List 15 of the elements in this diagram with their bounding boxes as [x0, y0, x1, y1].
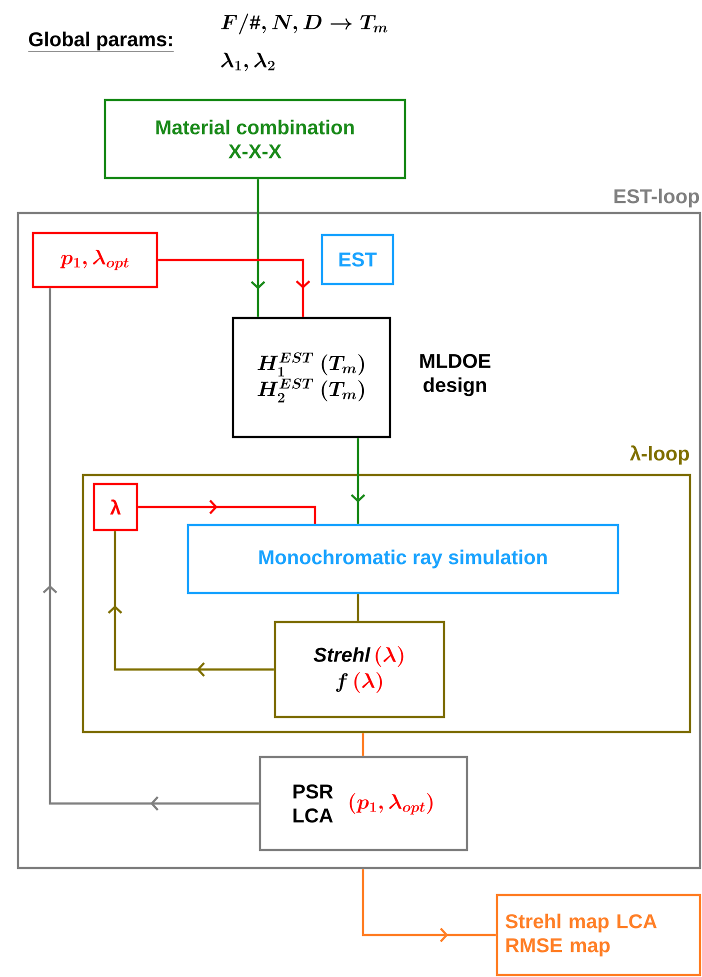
process-box: Material combination X-X-X — [104, 98, 406, 180]
side-label: MLDOE design — [420, 354, 490, 396]
result-box: PSR LCA $(p_1, \lambda_{opt})$ — [258, 756, 468, 852]
heading: Global params: — [28, 32, 174, 52]
output-box: Strehl map LCA RMSE map — [496, 894, 702, 976]
parameter-box: λ — [92, 482, 138, 532]
parameter-box: $p_1, \lambda_{opt}$ — [32, 232, 158, 288]
result-box: $\mathit{Strehl}$ $(\lambda)$ $f$ $(\lambda)$ — [274, 620, 446, 718]
formula: $F/\#, N, D \rightarrow T_m$ — [221, 14, 388, 34]
formula: $\lambda_1, \lambda_2$ — [221, 52, 274, 72]
design-box: $H_1^{EST}\ (T_m)$ $H_2^{EST}\ (T_m)$ — [232, 316, 392, 438]
process-box: EST — [320, 234, 394, 286]
process-box: Monochromatic ray simulation — [186, 524, 620, 594]
loop-label: EST-loop — [614, 188, 699, 208]
loop-label: λ-loop — [630, 445, 689, 465]
